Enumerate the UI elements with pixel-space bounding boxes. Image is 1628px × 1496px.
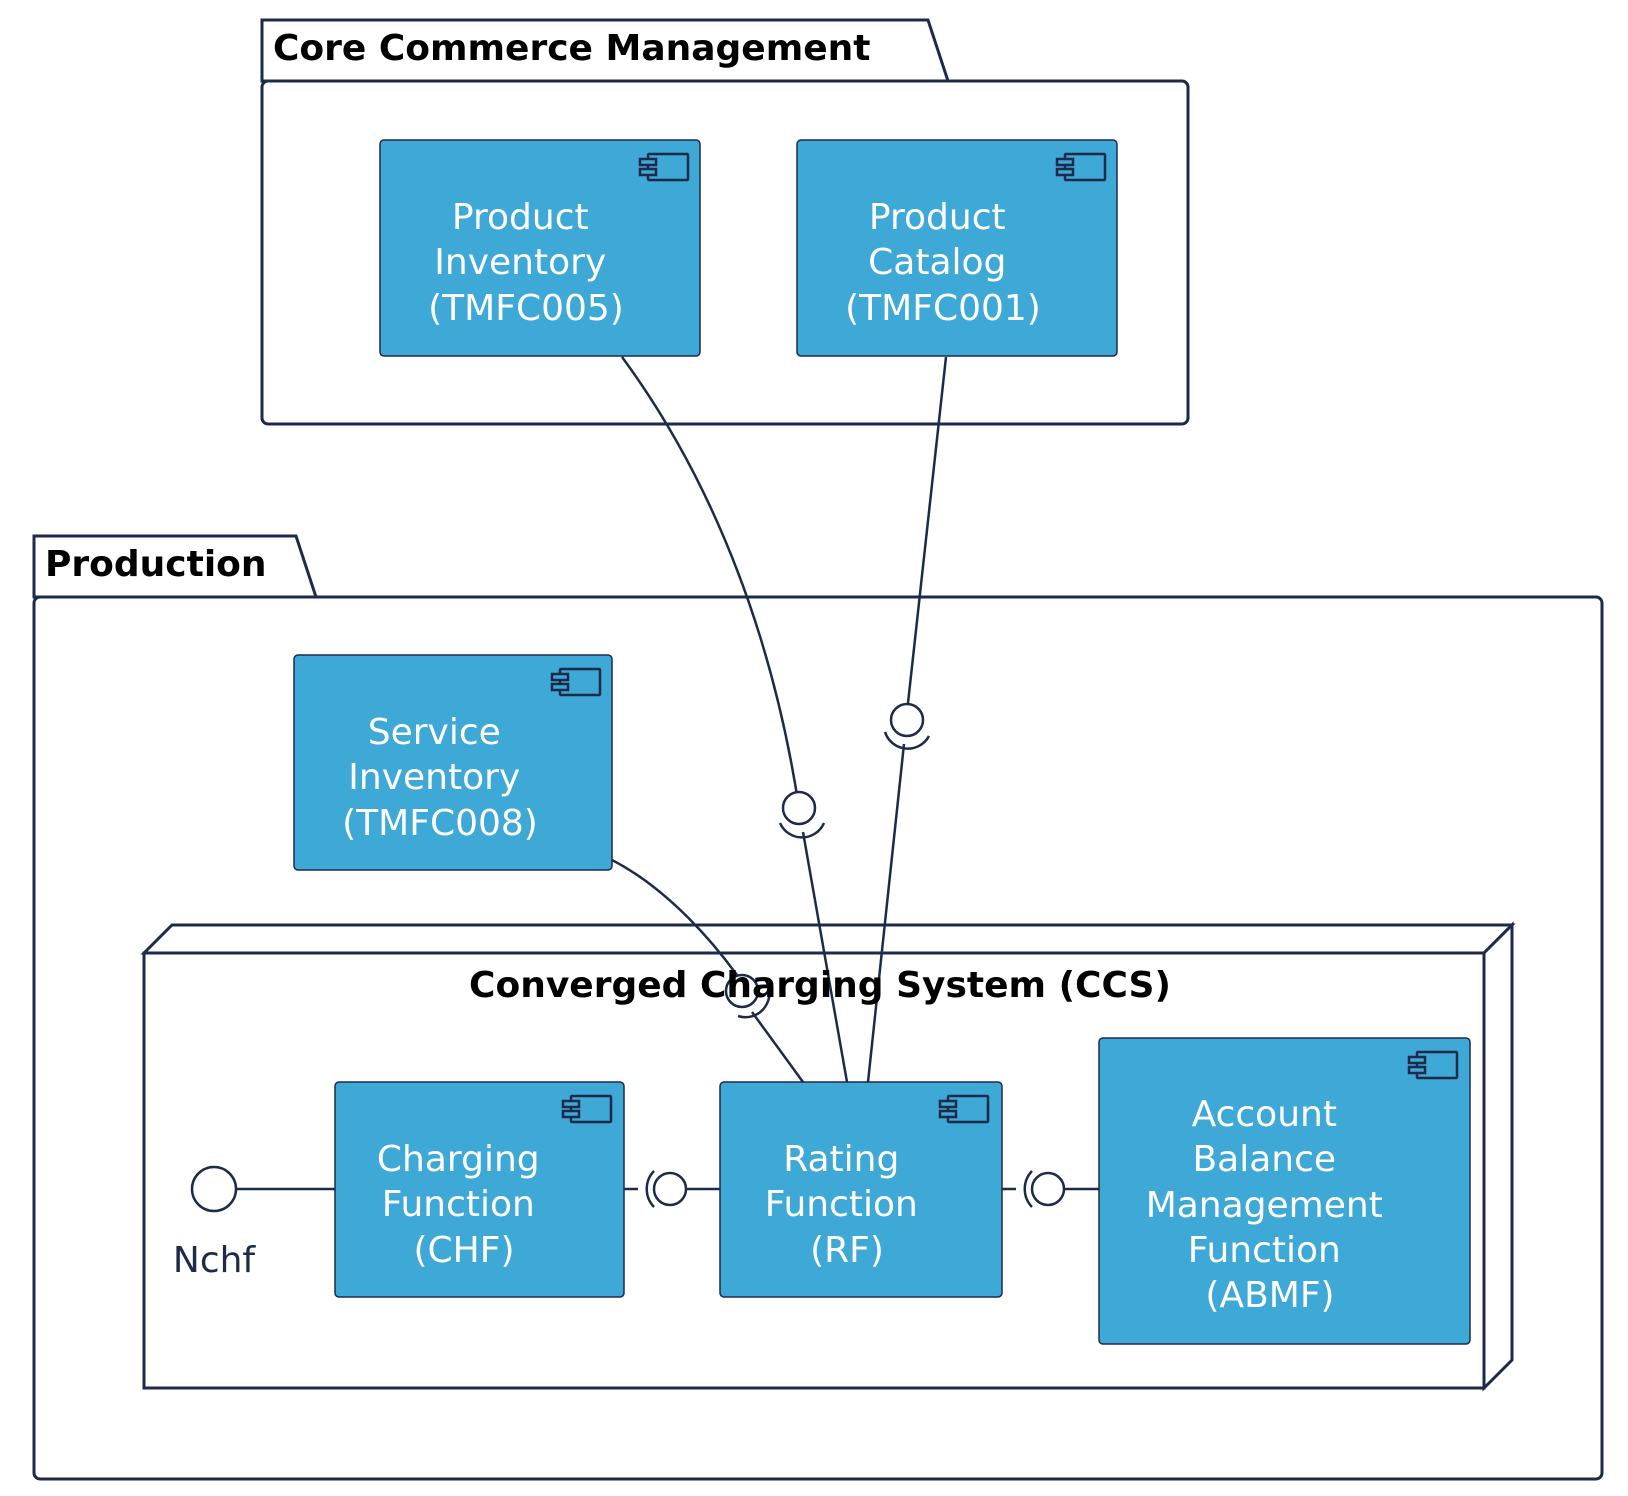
component-label-line: Function [1188,1230,1341,1271]
component-icon [638,152,690,182]
component-label-line: Rating [783,1139,899,1180]
component-icon [1055,152,1107,182]
svg-text:Account Balance Ma: Account Balance Management Function (ABM… [1146,1094,1395,1316]
component-product-inventory: Product Inventory (TMFC005) [379,139,701,357]
package-title: Core Commerce Management [273,28,870,69]
svg-text:Product Catalog (T: Product Catalog (TMFC001) [845,197,1041,329]
component-label-line: Product [869,197,1006,238]
component-label-line: (TMFC001) [845,288,1041,329]
component-label-line: Inventory [348,757,520,798]
connector-service-inventory-rf [611,858,805,1083]
component-label-line: (RF) [810,1230,884,1271]
svg-text:Rating Function (R: Rating Function (RF) [765,1139,930,1271]
connector-product-inventory-rf [620,356,849,1083]
svg-text:Service Inventory: Service Inventory (TMFC008) [342,712,538,844]
component-label-line: Inventory [434,242,606,283]
interface-nchf: Nchf [173,1165,336,1281]
connector-abmf-rf [1002,1170,1099,1208]
component-service-inventory: Service Inventory (TMFC008) [293,654,613,871]
connector-rf-chf [624,1170,720,1208]
component-label-line: (TMFC008) [342,803,538,844]
component-label-line: Function [382,1184,535,1225]
component-product-catalog: Product Catalog (TMFC001) [796,139,1118,357]
component-label-line: Catalog [868,242,1006,283]
component-icon [1407,1050,1459,1080]
svg-text:Product Inventory: Product Inventory (TMFC005) [428,197,624,329]
component-label-line: Product [452,197,589,238]
component-label-line: (TMFC005) [428,288,624,329]
component-icon [561,1094,613,1124]
svg-text:Charging Function: Charging Function (CHF) [377,1139,551,1271]
component-label-line: (ABMF) [1205,1275,1334,1316]
package-title: Production [45,544,267,585]
component-label-line: Account [1192,1094,1337,1135]
component-label-line: Service [368,712,501,753]
component-label-line: (CHF) [413,1230,514,1271]
component-charging-function: Charging Function (CHF) [334,1081,625,1298]
nchf-interface-circle [190,1165,238,1213]
component-label-line: Balance [1192,1139,1336,1180]
component-icon [938,1094,990,1124]
component-rating-function: Rating Function (RF) [719,1081,1003,1298]
component-label-line: Management [1146,1185,1383,1226]
component-label-line: Charging [377,1139,540,1180]
node-title: Converged Charging System (CCS) [469,965,1171,1006]
connector-product-catalog-rf [866,356,948,1083]
component-icon [550,667,602,697]
component-label-line: Function [765,1184,918,1225]
component-abmf: Account Balance Management Function (ABM… [1098,1037,1471,1345]
nchf-label: Nchf [173,1240,257,1281]
